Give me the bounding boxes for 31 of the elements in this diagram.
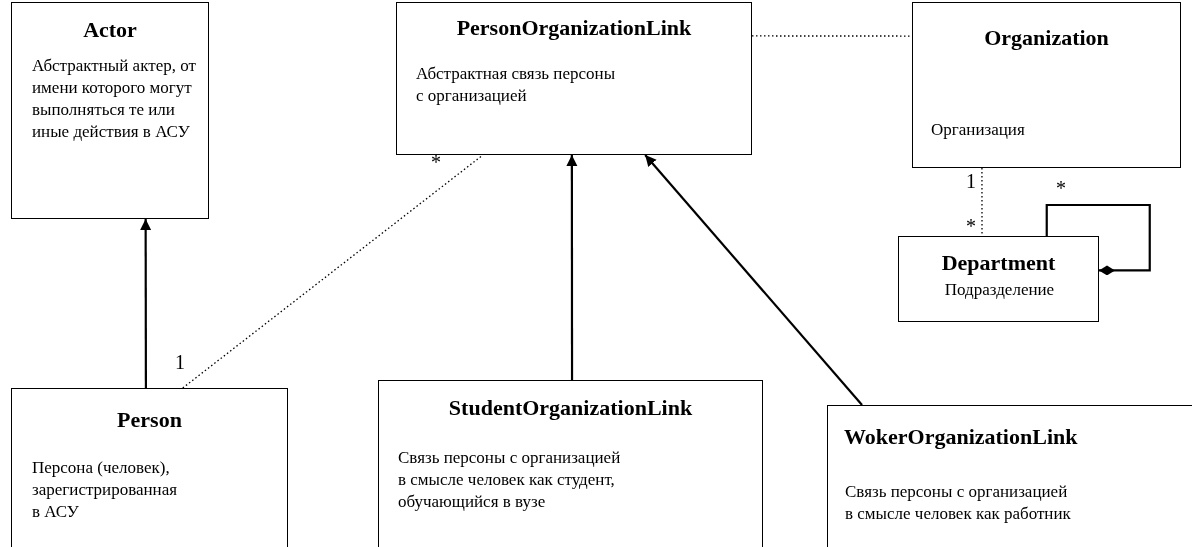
class-name: Department <box>940 250 1057 276</box>
class-description: Персона (человек), зарегистрированная в АСУ <box>32 457 179 523</box>
class-box <box>11 2 209 219</box>
class-description: Связь персоны с организацией в смысле человек как студент, обучающийся в вузе <box>398 447 622 513</box>
class-name: StudentOrganizationLink <box>447 395 694 421</box>
arrow <box>566 155 578 380</box>
class-description: Связь персоны с организацией в смысле человек как работник <box>845 481 1072 525</box>
class-name: Organization <box>983 25 1110 51</box>
class-box <box>912 2 1181 168</box>
class-box <box>11 388 288 547</box>
class-box <box>396 2 752 155</box>
class-box <box>378 380 763 547</box>
class-description: Организация <box>931 119 1026 141</box>
arrow <box>644 154 863 406</box>
class-name: PersonOrganizationLink <box>455 15 693 41</box>
class-box <box>827 405 1192 547</box>
multiplicity: * <box>1056 178 1066 198</box>
association-line <box>182 154 484 389</box>
class-name: Person <box>116 407 183 433</box>
class-box <box>898 236 1099 322</box>
multiplicity: 1 <box>175 352 185 372</box>
self-association-line <box>1045 203 1151 276</box>
arrow <box>140 219 152 388</box>
class-name: Actor <box>82 17 138 43</box>
multiplicity: 1 <box>966 171 976 191</box>
multiplicity: * <box>431 152 441 172</box>
class-name: WokerOrganizationLink <box>844 424 1078 450</box>
multiplicity: * <box>966 216 976 236</box>
class-description: Подразделение <box>943 279 1056 301</box>
class-description: Абстрактная связь персоны с организацией <box>416 63 617 107</box>
class-description: Абстрактный актер, от имени которого могут выполняться те или иные действия в АСУ <box>32 55 197 143</box>
